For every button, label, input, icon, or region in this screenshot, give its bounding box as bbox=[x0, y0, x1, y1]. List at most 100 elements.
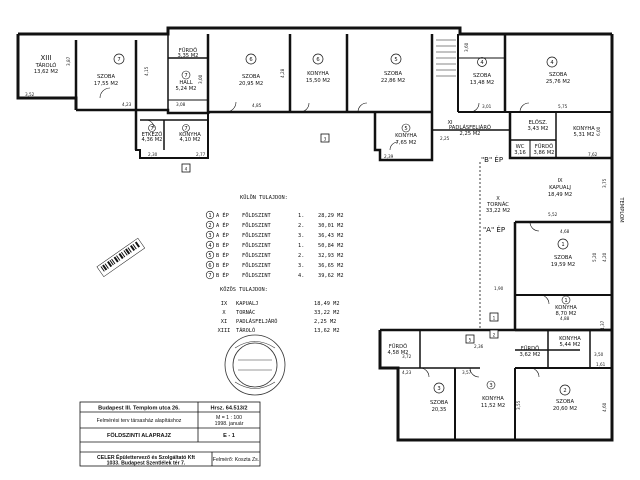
svg-text:2,36: 2,36 bbox=[474, 344, 484, 349]
svg-text:FÜRDŐ: FÜRDŐ bbox=[179, 47, 197, 54]
svg-text:FÜRDŐ: FÜRDŐ bbox=[535, 143, 553, 150]
marker-label: 5 bbox=[469, 338, 472, 343]
legend-unit: 2. bbox=[298, 223, 304, 229]
svg-text:2,39: 2,39 bbox=[384, 154, 394, 159]
svg-text:20,60 M2: 20,60 M2 bbox=[553, 406, 577, 412]
room-7-konyha: 7 KONYHA 4,10 M2 bbox=[179, 124, 201, 143]
svg-text:KONYHA: KONYHA bbox=[555, 305, 577, 311]
legend-unit: 2. bbox=[298, 253, 304, 259]
room-4-szoba-large: 4 SZOBA 25,76 M2 bbox=[546, 56, 570, 85]
svg-text:TORNÁC: TORNÁC bbox=[486, 201, 509, 208]
legend-number-circle bbox=[205, 220, 215, 230]
room-4-furdo: FÜRDŐ 3,86 M2 bbox=[534, 143, 555, 156]
legend-level: FÖLDSZINT bbox=[242, 212, 272, 219]
legend-wing: B ÉP bbox=[216, 271, 229, 279]
legend-number-circle bbox=[205, 270, 215, 280]
legend-unit: 3. bbox=[298, 263, 304, 269]
legend-number-circle bbox=[205, 210, 215, 220]
svg-text:FÜRDŐ: FÜRDŐ bbox=[389, 343, 407, 350]
legend-common-area: 18,49 M2 bbox=[314, 301, 340, 307]
legend-area: 36,65 M2 bbox=[318, 263, 344, 269]
svg-text:7: 7 bbox=[184, 73, 187, 79]
room-6-szoba: 6 SZOBA 20,95 M2 bbox=[239, 53, 263, 87]
legend-unit: 4. bbox=[298, 273, 304, 279]
title-date: 1998. január bbox=[215, 421, 244, 427]
svg-text:5: 5 bbox=[404, 126, 407, 132]
title-company-address: 1033. Budapest Szentlélek tér 7. bbox=[107, 461, 186, 467]
svg-text:4,85: 4,85 bbox=[252, 103, 262, 108]
title-purpose: Felmérési terv társasház alapításhoz bbox=[97, 418, 182, 424]
svg-text:3,16: 3,16 bbox=[514, 150, 526, 156]
room-2-konyha: KONYHA 5,44 M2 bbox=[559, 336, 581, 348]
legend-common-number: X bbox=[222, 310, 226, 316]
svg-text:4,23: 4,23 bbox=[122, 102, 132, 107]
wing-label-a: "A" ÉP bbox=[483, 225, 505, 234]
svg-text:18,49 M2: 18,49 M2 bbox=[548, 192, 572, 198]
svg-text:4,28: 4,28 bbox=[280, 68, 285, 78]
room-storage-xiii: XIII TÁROLÓ 13,62 M2 bbox=[34, 54, 58, 75]
legend-unit-number: 7 bbox=[208, 273, 211, 279]
svg-text:WC: WC bbox=[516, 144, 525, 150]
svg-text:SZOBA: SZOBA bbox=[473, 73, 491, 79]
door-swings bbox=[99, 87, 550, 378]
svg-text:20,35: 20,35 bbox=[432, 407, 447, 413]
svg-text:5: 5 bbox=[394, 57, 397, 63]
svg-text:3,01: 3,01 bbox=[482, 104, 492, 109]
svg-text:5,44 M2: 5,44 M2 bbox=[560, 342, 581, 348]
svg-text:KONYHA: KONYHA bbox=[559, 336, 581, 342]
marker-label: 4 bbox=[185, 167, 188, 172]
svg-text:4,23: 4,23 bbox=[402, 370, 412, 375]
svg-text:17,55 M2: 17,55 M2 bbox=[94, 81, 118, 87]
svg-text:4,10 M2: 4,10 M2 bbox=[180, 137, 201, 143]
legend-common-name: PADLÁSFELJÁRÓ bbox=[236, 318, 277, 325]
svg-text:ELŐSZ.: ELŐSZ. bbox=[529, 119, 548, 126]
svg-text:3,08: 3,08 bbox=[176, 102, 186, 107]
svg-text:1,61: 1,61 bbox=[596, 362, 606, 367]
svg-text:3,52: 3,52 bbox=[25, 92, 35, 97]
room-padlasfeljaro: XI PADLÁSFELJÁRÓ 2,25 M2 bbox=[447, 120, 491, 137]
svg-text:SZOBA: SZOBA bbox=[554, 255, 572, 261]
svg-text:XI: XI bbox=[447, 120, 453, 126]
section-markers bbox=[181, 133, 499, 344]
legend-unit-number: 3 bbox=[208, 233, 211, 239]
legend-unit-number: 4 bbox=[208, 243, 211, 249]
room-6-konyha: 6 KONYHA 15,50 M2 bbox=[306, 53, 330, 84]
svg-text:KONYHA: KONYHA bbox=[307, 71, 329, 77]
title-drawing-name: FÖLDSZINTI ALAPRAJZ bbox=[107, 432, 172, 439]
room-7-szoba: 7 SZOBA 17,55 M2 bbox=[94, 53, 125, 87]
svg-text:SZOBA: SZOBA bbox=[242, 74, 260, 80]
svg-text:3,55: 3,55 bbox=[516, 400, 521, 410]
legend-area: 36,43 M2 bbox=[318, 233, 344, 239]
legend-title-common: KÖZÖS TULAJDON: bbox=[220, 286, 268, 293]
legend-level: FÖLDSZINT bbox=[242, 232, 272, 239]
svg-text:13,48 M2: 13,48 M2 bbox=[470, 80, 494, 86]
svg-text:3,75: 3,75 bbox=[602, 178, 607, 188]
svg-text:33,22 M2: 33,22 M2 bbox=[486, 208, 510, 214]
svg-text:3,57: 3,57 bbox=[462, 370, 472, 375]
svg-text:25,76 M2: 25,76 M2 bbox=[546, 79, 570, 85]
svg-text:FÜRDŐ: FÜRDŐ bbox=[521, 345, 539, 352]
svg-text:13,62 M2: 13,62 M2 bbox=[34, 69, 58, 75]
room-3-szoba: 3 SZOBA 20,35 bbox=[430, 382, 448, 413]
room-7-etkezo: 7 ETKEZŐ 4,36 M2 bbox=[142, 124, 162, 143]
room-5-konyha: 5 KONYHA 7,65 M2 bbox=[395, 123, 417, 146]
title-hrsz: Hrsz. 64.513/2 bbox=[210, 406, 247, 412]
official-stamp bbox=[224, 334, 286, 396]
legend-unit-number: 5 bbox=[208, 253, 211, 259]
svg-text:4,20: 4,20 bbox=[602, 252, 607, 262]
legend-level: FÖLDSZINT bbox=[242, 272, 272, 279]
svg-text:4,58 M2: 4,58 M2 bbox=[388, 350, 409, 356]
room-1-konyha: 1 KONYHA 8,70 M2 bbox=[555, 295, 577, 317]
svg-text:4,37: 4,37 bbox=[600, 320, 605, 330]
legend-common-number: XIII bbox=[218, 328, 231, 334]
legend-level: FÖLDSZINT bbox=[242, 242, 272, 249]
legend-level: FÖLDSZINT bbox=[242, 222, 272, 229]
svg-text:5,75: 5,75 bbox=[558, 104, 568, 109]
svg-text:KONYHA: KONYHA bbox=[395, 133, 417, 139]
svg-text:SZOBA: SZOBA bbox=[97, 74, 115, 80]
wing-b-walls bbox=[16, 26, 614, 162]
svg-text:2,25 M2: 2,25 M2 bbox=[460, 131, 481, 137]
legend-number-circle bbox=[205, 240, 215, 250]
